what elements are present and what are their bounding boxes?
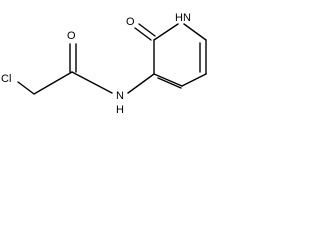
amide-nitrogen-label: N <box>116 90 124 102</box>
ring-oxygen-label: O <box>126 16 135 28</box>
ring-bond-c3-c4 <box>153 73 183 87</box>
chlorine-label: Cl <box>1 73 11 85</box>
bond-n-ring-c3 <box>127 73 155 94</box>
ring-bond-n1-c2 <box>153 23 179 41</box>
ring-hydrogen-label: H <box>175 12 183 24</box>
ring-bond-c3-c4-inner <box>157 77 182 89</box>
molecule-diagram: Cl O N H O N H <box>1 12 207 116</box>
bond-cl-ch2 <box>17 81 35 95</box>
ring-nitrogen-label: N <box>183 12 191 24</box>
ring-carbonyl-o-2 <box>138 23 156 37</box>
ring-carbonyl-o-1 <box>134 27 152 41</box>
molecule-canvas: Cl O N H O N H <box>0 0 226 120</box>
carbonyl-oxygen-label: O <box>67 30 76 42</box>
amide-hydrogen-label: H <box>116 104 124 116</box>
ring-bond-c4-c5 <box>181 73 207 87</box>
ring-bond-c6-n1 <box>183 23 207 41</box>
bond-carbonyl-n <box>71 71 113 94</box>
bond-ch2-carbonyl <box>33 71 73 95</box>
